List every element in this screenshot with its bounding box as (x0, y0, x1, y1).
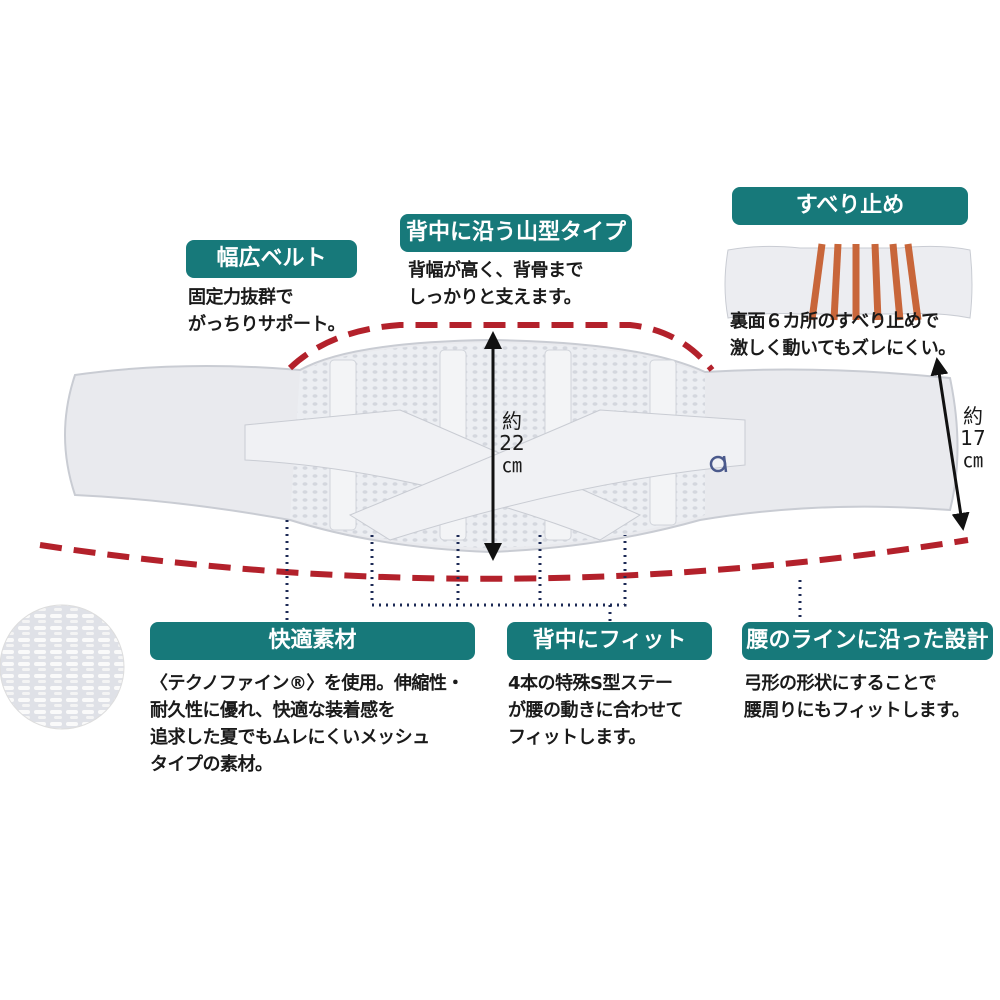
center-height-measure: 約 22 ㎝ (497, 410, 527, 476)
text-line: が腰の動きに合わせて (508, 700, 684, 721)
mountain-type-label: 背中に沿う山型タイプ (400, 214, 632, 252)
dotted-leaders (285, 520, 802, 622)
approx-label: 約 (963, 404, 983, 428)
wide-belt-label: 幅広ベルト (186, 240, 357, 278)
height-unit: ㎝ (502, 453, 522, 477)
top-dashed-outline (287, 322, 715, 372)
text-line: 激しく動いてもズレにくい。 (730, 338, 956, 359)
comfort-material-label: 快適素材 (150, 622, 475, 660)
text-line: タイプの素材。 (150, 754, 273, 775)
back-fit-label: 背中にフィット (507, 622, 712, 660)
height-value: 22 (499, 431, 525, 455)
cross-strap-right (348, 409, 746, 541)
height-value: 17 (960, 426, 986, 450)
approx-label: 約 (502, 409, 522, 433)
text-line: 4本の特殊S型ステー (508, 673, 673, 694)
text-line: 耐久性に優れ、快適な装着感を (150, 700, 396, 721)
text-line: 裏面６カ所のすべり止めで (730, 311, 939, 332)
belt-back-view (724, 243, 973, 321)
mesh-swatch (0, 604, 125, 730)
waist-line-label: 腰のラインに沿った設計 (742, 622, 993, 660)
text-line: 〈テクノファイン®〉を使用。伸縮性・ (150, 673, 464, 694)
text-line: しっかりと支えます。 (408, 287, 582, 308)
side-height-measure: 約 17 ㎝ (958, 405, 988, 471)
non-slip-description: 裏面６カ所のすべり止めで 激しく動いてもズレにくい。 (730, 308, 956, 362)
brand-logo (709, 455, 728, 473)
waist-line-description: 弓形の形状にすることで 腰周りにもフィットします。 (744, 670, 970, 724)
text-line: 弓形の形状にすることで (744, 673, 937, 694)
cross-strap-left (244, 409, 642, 541)
text-line: 固定力抜群で (188, 287, 294, 308)
comfort-material-description: 〈テクノファイン®〉を使用。伸縮性・ 耐久性に優れ、快適な装着感を 追求した夏で… (150, 670, 464, 778)
non-slip-label: すべり止め (732, 187, 968, 225)
wide-belt-description: 固定力抜群で がっちりサポート。 (188, 284, 346, 338)
height-unit: ㎝ (963, 448, 983, 472)
text-line: 腰周りにもフィットします。 (744, 700, 970, 721)
bottom-dashed-outline (39, 537, 969, 582)
text-line: 追求した夏でもムレにくいメッシュ (150, 727, 430, 748)
text-line: 背幅が高く、背骨まで (408, 260, 584, 281)
back-fit-description: 4本の特殊S型ステー が腰の動きに合わせて フィットします。 (508, 670, 684, 751)
text-line: がっちりサポート。 (188, 314, 346, 335)
mountain-type-description: 背幅が高く、背骨まで しっかりと支えます。 (408, 257, 584, 311)
height-arrow-17 (930, 357, 970, 531)
text-line: フィットします。 (508, 727, 646, 748)
